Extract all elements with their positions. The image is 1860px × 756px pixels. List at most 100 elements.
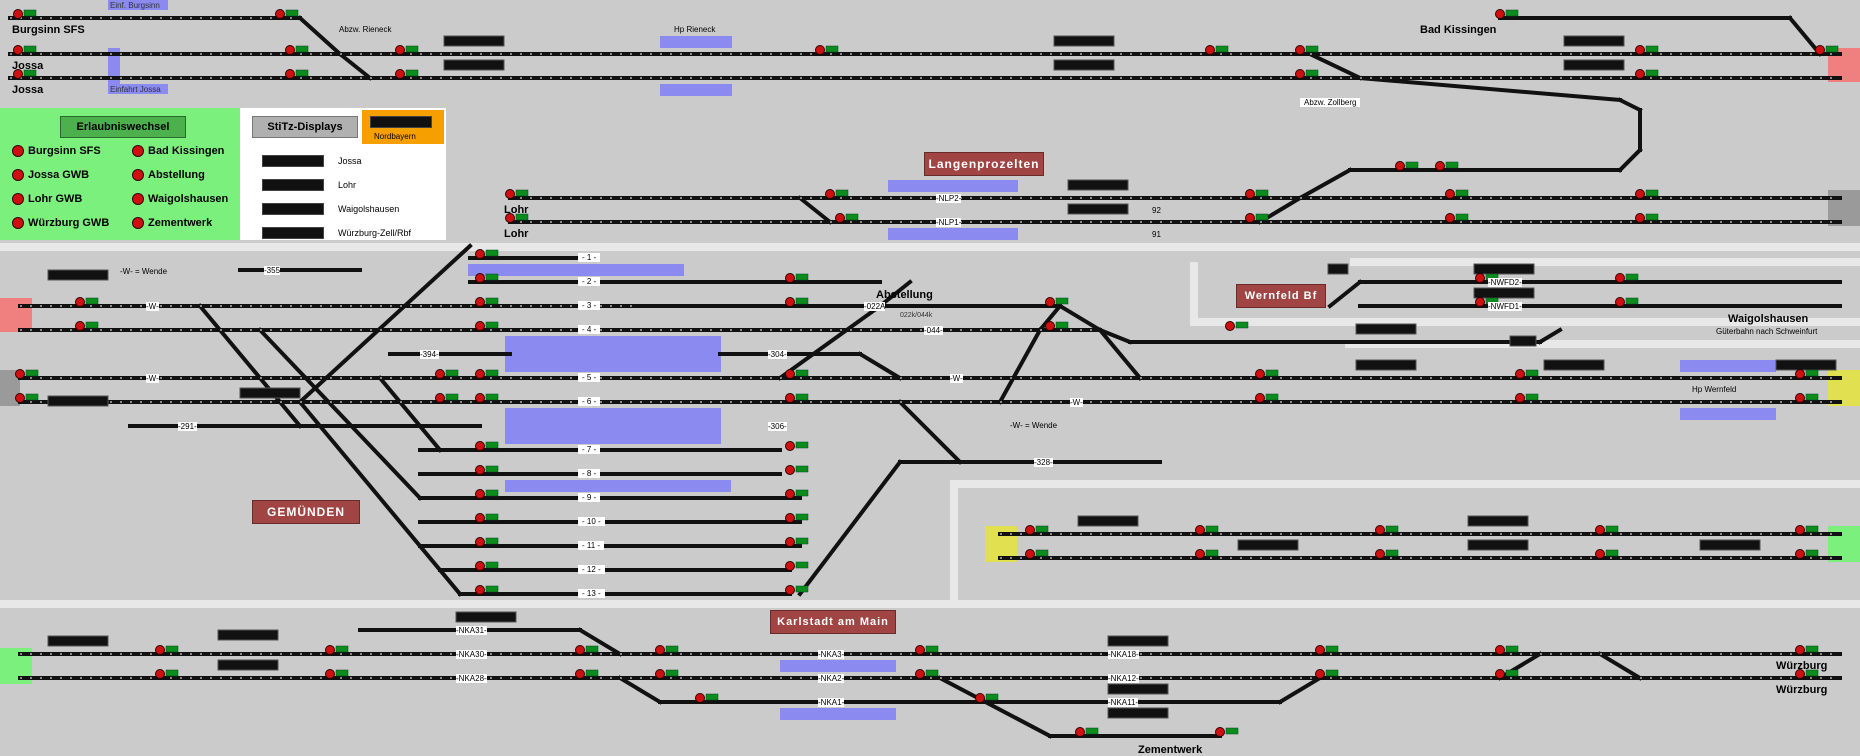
signal-icon[interactable] xyxy=(475,369,499,379)
signal-icon[interactable] xyxy=(785,489,809,499)
signal-icon[interactable] xyxy=(475,321,499,331)
permission-abstellung[interactable]: Abstellung xyxy=(132,169,205,181)
signal-icon[interactable] xyxy=(1595,525,1619,535)
signal-icon[interactable] xyxy=(975,693,999,703)
signal-icon[interactable] xyxy=(1075,727,1099,737)
signal-icon[interactable] xyxy=(825,189,849,199)
signal-icon[interactable] xyxy=(15,393,39,403)
signal-icon[interactable] xyxy=(285,69,309,79)
signal-icon[interactable] xyxy=(1435,161,1459,171)
signal-icon[interactable] xyxy=(1375,525,1399,535)
signal-icon[interactable] xyxy=(785,297,809,307)
signal-icon[interactable] xyxy=(655,669,679,679)
signal-icon[interactable] xyxy=(1295,45,1319,55)
signal-icon[interactable] xyxy=(815,45,839,55)
signal-icon[interactable] xyxy=(1495,669,1519,679)
signal-icon[interactable] xyxy=(785,393,809,403)
signal-icon[interactable] xyxy=(13,69,37,79)
signal-icon[interactable] xyxy=(75,297,99,307)
signal-icon[interactable] xyxy=(1795,645,1819,655)
signal-icon[interactable] xyxy=(1395,161,1419,171)
signal-icon[interactable] xyxy=(655,645,679,655)
signal-icon[interactable] xyxy=(475,249,499,259)
signal-icon[interactable] xyxy=(575,645,599,655)
display-wuerzburg[interactable]: Würzburg-Zell/Rbf xyxy=(262,227,411,239)
display-jossa[interactable]: Jossa xyxy=(262,155,362,167)
signal-icon[interactable] xyxy=(785,465,809,475)
signal-icon[interactable] xyxy=(575,669,599,679)
signal-icon[interactable] xyxy=(1515,393,1539,403)
signal-icon[interactable] xyxy=(785,513,809,523)
signal-icon[interactable] xyxy=(1475,273,1499,283)
signal-icon[interactable] xyxy=(785,561,809,571)
permission-zementwerk[interactable]: Zementwerk xyxy=(132,217,212,229)
signal-icon[interactable] xyxy=(695,693,719,703)
permission-waigolshausen[interactable]: Waigolshausen xyxy=(132,193,228,205)
signal-icon[interactable] xyxy=(13,45,37,55)
signal-icon[interactable] xyxy=(155,645,179,655)
signal-icon[interactable] xyxy=(475,441,499,451)
signal-icon[interactable] xyxy=(1205,45,1229,55)
signal-icon[interactable] xyxy=(15,369,39,379)
permission-burgsinn[interactable]: Burgsinn SFS xyxy=(12,145,101,157)
signal-icon[interactable] xyxy=(1295,69,1319,79)
signal-icon[interactable] xyxy=(325,645,349,655)
signal-icon[interactable] xyxy=(835,213,859,223)
signal-icon[interactable] xyxy=(785,273,809,283)
signal-icon[interactable] xyxy=(475,585,499,595)
signal-icon[interactable] xyxy=(785,585,809,595)
signal-icon[interactable] xyxy=(505,213,529,223)
signal-icon[interactable] xyxy=(1515,369,1539,379)
signal-icon[interactable] xyxy=(475,297,499,307)
signal-icon[interactable] xyxy=(1795,525,1819,535)
signal-icon[interactable] xyxy=(475,513,499,523)
signal-icon[interactable] xyxy=(1215,727,1239,737)
signal-icon[interactable] xyxy=(1025,549,1049,559)
signal-icon[interactable] xyxy=(1255,369,1279,379)
signal-icon[interactable] xyxy=(1595,549,1619,559)
signal-icon[interactable] xyxy=(915,669,939,679)
signal-icon[interactable] xyxy=(505,189,529,199)
signal-icon[interactable] xyxy=(1255,393,1279,403)
signal-icon[interactable] xyxy=(1795,669,1819,679)
signal-icon[interactable] xyxy=(1615,297,1639,307)
signal-icon[interactable] xyxy=(1195,549,1219,559)
signal-icon[interactable] xyxy=(1795,549,1819,559)
display-lohr[interactable]: Lohr xyxy=(262,179,356,191)
signal-icon[interactable] xyxy=(155,669,179,679)
signal-icon[interactable] xyxy=(1445,213,1469,223)
signal-icon[interactable] xyxy=(1315,669,1339,679)
signal-icon[interactable] xyxy=(1635,45,1659,55)
signal-icon[interactable] xyxy=(1045,297,1069,307)
signal-icon[interactable] xyxy=(1615,273,1639,283)
signal-icon[interactable] xyxy=(275,9,299,19)
signal-icon[interactable] xyxy=(325,669,349,679)
signal-icon[interactable] xyxy=(785,369,809,379)
signal-icon[interactable] xyxy=(395,45,419,55)
signal-icon[interactable] xyxy=(1635,213,1659,223)
display-waigolshausen[interactable]: Waigolshausen xyxy=(262,203,399,215)
signal-icon[interactable] xyxy=(1375,549,1399,559)
signal-icon[interactable] xyxy=(395,69,419,79)
signal-icon[interactable] xyxy=(475,273,499,283)
signal-icon[interactable] xyxy=(475,489,499,499)
signal-icon[interactable] xyxy=(1245,213,1269,223)
signal-icon[interactable] xyxy=(1245,189,1269,199)
signal-icon[interactable] xyxy=(1025,525,1049,535)
signal-icon[interactable] xyxy=(285,45,309,55)
signal-icon[interactable] xyxy=(915,645,939,655)
signal-icon[interactable] xyxy=(785,441,809,451)
signal-icon[interactable] xyxy=(475,465,499,475)
signal-icon[interactable] xyxy=(475,561,499,571)
signal-icon[interactable] xyxy=(1795,393,1819,403)
permission-bad-kissingen[interactable]: Bad Kissingen xyxy=(132,145,224,157)
permission-jossa[interactable]: Jossa GWB xyxy=(12,169,89,181)
permission-lohr[interactable]: Lohr GWB xyxy=(12,193,82,205)
signal-icon[interactable] xyxy=(1815,45,1839,55)
signal-icon[interactable] xyxy=(435,369,459,379)
permission-wuerzburg[interactable]: Würzburg GWB xyxy=(12,217,109,229)
signal-icon[interactable] xyxy=(1225,321,1249,331)
signal-icon[interactable] xyxy=(1795,369,1819,379)
signal-icon[interactable] xyxy=(13,9,37,19)
signal-icon[interactable] xyxy=(1635,189,1659,199)
